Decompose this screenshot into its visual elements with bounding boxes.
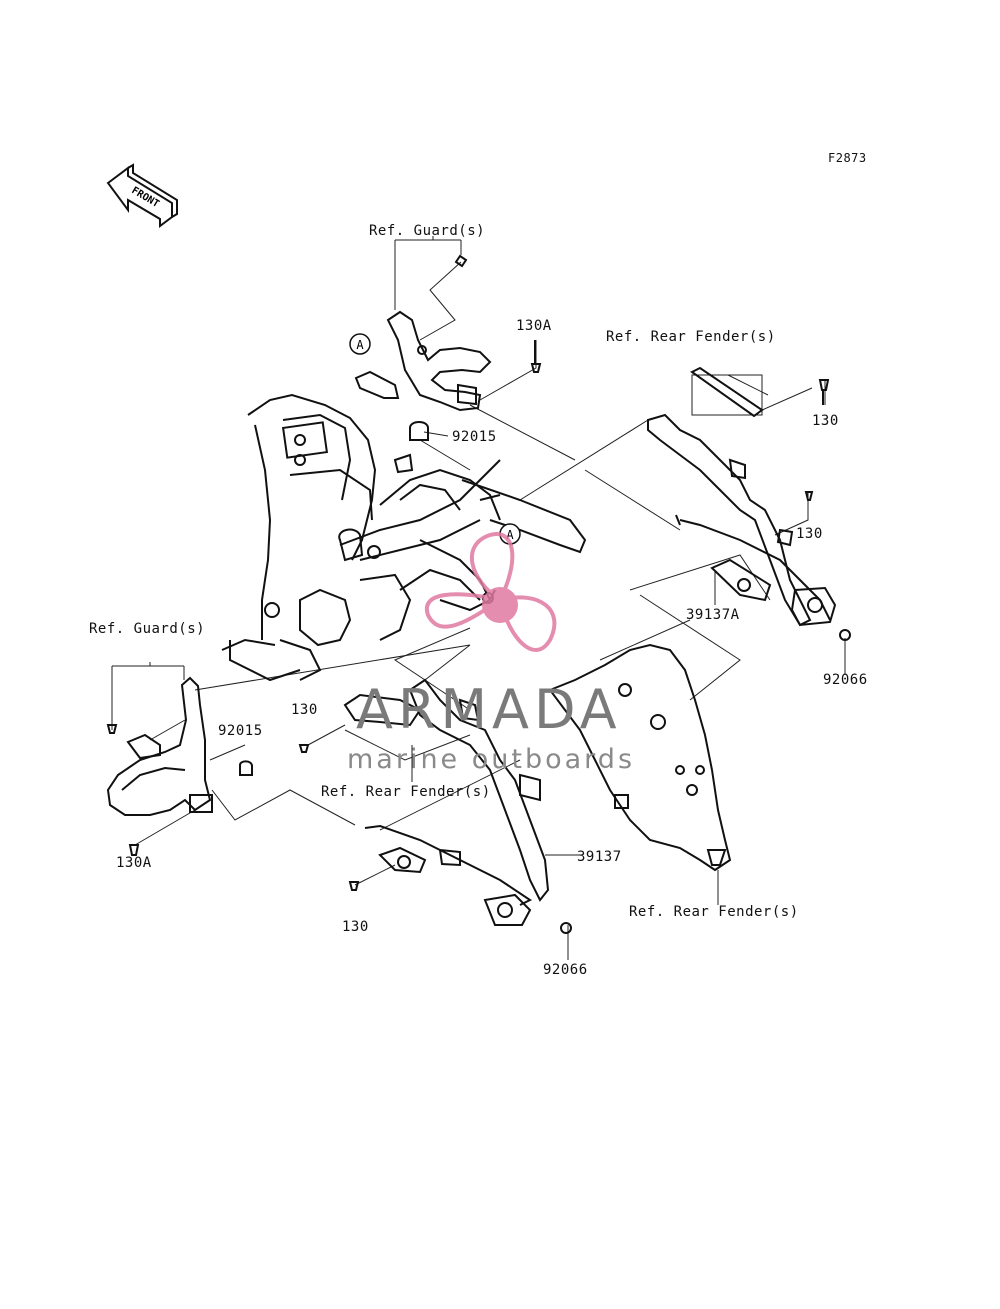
top-guard-part <box>354 254 542 441</box>
label-ref-guard-top: Ref. Guard(s) <box>369 223 486 239</box>
main-frame-part <box>221 393 587 682</box>
label-92015-left: 92015 <box>218 723 263 739</box>
label-39137a: 39137A <box>686 607 740 623</box>
front-direction-arrow-icon: FRONT <box>106 163 178 228</box>
label-130-bottom: 130 <box>342 919 369 935</box>
rear-bracket-39137-part <box>298 678 572 934</box>
rear-bracket-39137A-part <box>647 366 851 641</box>
rear-fender-part <box>548 643 732 872</box>
label-92066-right: 92066 <box>823 672 868 688</box>
label-130a-top: 130A <box>516 318 552 334</box>
label-130-mid-left: 130 <box>291 702 318 718</box>
label-130a-left: 130A <box>116 855 152 871</box>
label-ref-rear-fender-mid: Ref. Rear Fender(s) <box>321 784 491 800</box>
watermark-subtitle: marine outboards <box>347 744 636 775</box>
callout-a-top: A <box>349 333 371 355</box>
callout-a-frame-label: A <box>506 528 514 542</box>
callout-a-top-label: A <box>356 338 364 352</box>
watermark-title: ARMADA <box>356 678 622 741</box>
label-ref-guard-left: Ref. Guard(s) <box>89 621 206 637</box>
label-92066-bottom: 92066 <box>543 962 588 978</box>
label-ref-rear-fender-bottom: Ref. Rear Fender(s) <box>629 904 799 920</box>
label-39137: 39137 <box>577 849 622 865</box>
label-ref-rear-fender-top: Ref. Rear Fender(s) <box>606 329 776 345</box>
figure-code: F2873 <box>828 151 867 165</box>
propeller-logo-icon <box>424 532 557 652</box>
label-130-right-top: 130 <box>812 413 839 429</box>
left-guard-part <box>106 676 253 856</box>
label-92015-top: 92015 <box>452 429 497 445</box>
label-130-right-mid: 130 <box>796 526 823 542</box>
